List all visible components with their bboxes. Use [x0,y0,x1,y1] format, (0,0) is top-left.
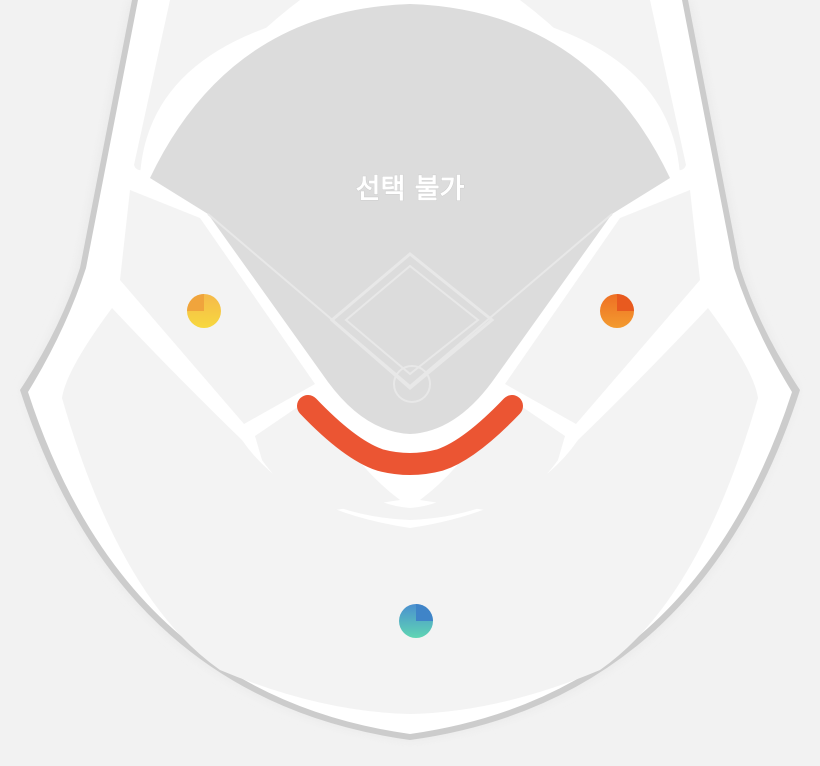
right-infield-marker[interactable] [600,294,634,328]
section-right-inner[interactable] [420,404,565,510]
home-plate-circle [393,365,431,403]
section-center-inner[interactable] [320,470,500,520]
field-area [150,4,670,434]
section-selected-home[interactable] [297,395,523,475]
left-infield-marker[interactable] [187,294,221,328]
section-left-inner[interactable] [255,404,400,510]
field-unavailable-label: 선택 불가 [356,174,465,205]
section-outfield-bowl[interactable] [62,308,758,714]
infield-diamond-inner [344,264,480,376]
foul-line-right [409,213,613,387]
outfield-center-marker[interactable] [399,604,433,638]
infield-diamond [329,252,495,390]
